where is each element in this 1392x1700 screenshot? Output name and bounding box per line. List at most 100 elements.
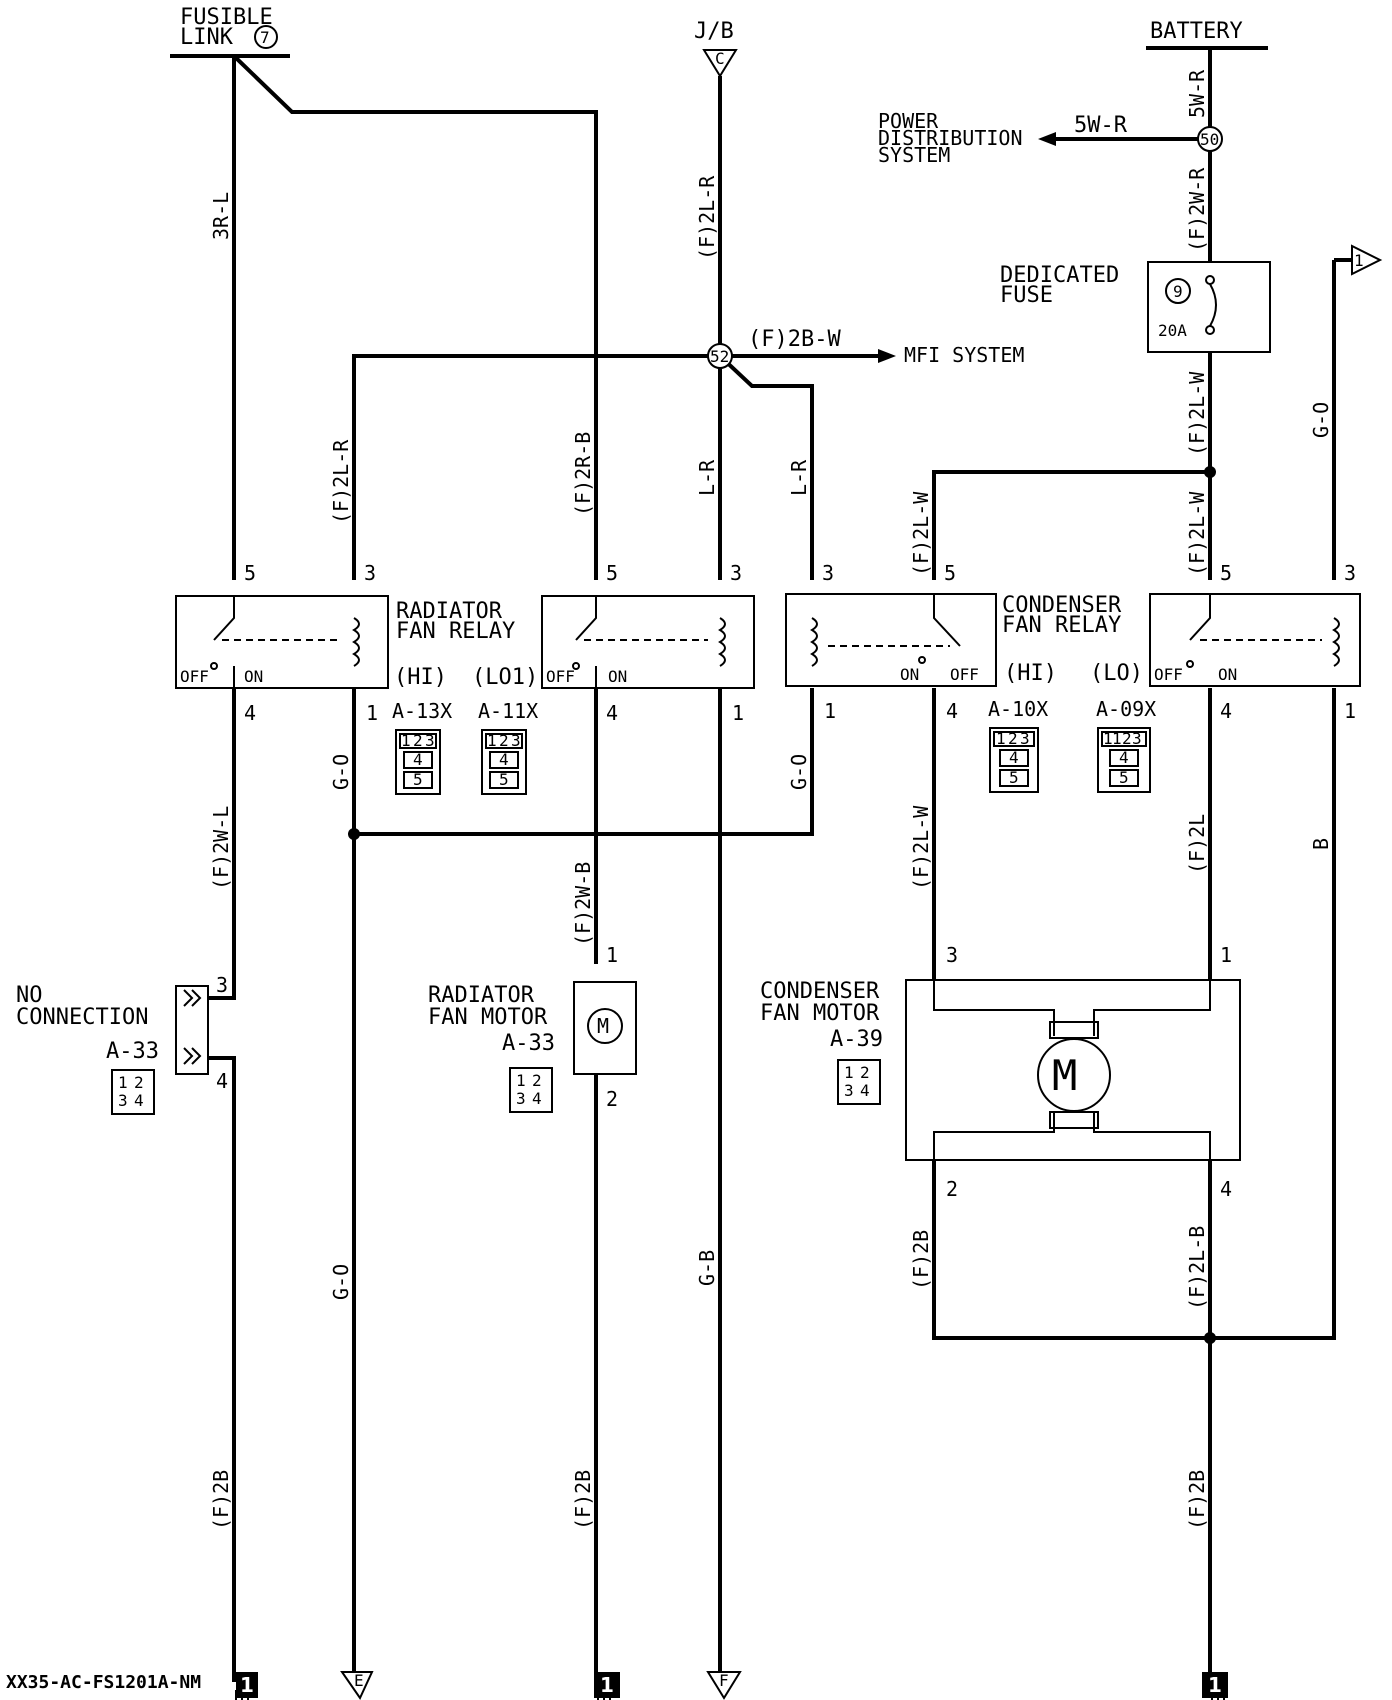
svg-text:(F)2L-W: (F)2L-W (909, 491, 933, 576)
no-connection-junction: NO CONNECTION A-33 1 2 3 4 (16, 983, 209, 1115)
svg-text:L-R: L-R (787, 459, 811, 496)
svg-text:9: 9 (1173, 282, 1183, 301)
svg-text:4: 4 (216, 1069, 228, 1093)
svg-text:G-O: G-O (787, 754, 811, 790)
svg-text:G-B: G-B (695, 1250, 719, 1286)
jb-connector-label: C (715, 49, 725, 68)
svg-text:3: 3 (425, 731, 435, 750)
svg-text:2: 2 (1008, 729, 1018, 748)
condenser-fan-relay-label-2: FAN RELAY (1002, 613, 1121, 638)
svg-text:CONNECTION: CONNECTION (16, 1005, 148, 1030)
connector-icon-a13x: 1 2 3 4 5 (395, 729, 441, 795)
svg-text:(F)2W-B: (F)2W-B (571, 862, 595, 946)
connector-icon-a10x: 1 2 3 4 5 (989, 727, 1039, 793)
svg-text:(F)2B: (F)2B (1185, 1470, 1209, 1530)
svg-text:4: 4 (860, 1081, 870, 1100)
connector-a39-label: A-39 (830, 1027, 883, 1052)
ground-symbols: E F (235, 1671, 1225, 1700)
svg-text:2: 2 (860, 1063, 870, 1082)
svg-text:G-O: G-O (1309, 402, 1333, 438)
svg-text:(F)2L-W: (F)2L-W (909, 805, 933, 890)
svg-text:(F)2W-L: (F)2W-L (209, 806, 233, 890)
svg-text:3: 3 (822, 561, 834, 585)
svg-text:3: 3 (1132, 729, 1142, 748)
connector-a33-label-2: A-33 (502, 1031, 555, 1056)
svg-text:OFF: OFF (950, 665, 979, 684)
svg-text:2: 2 (606, 1087, 618, 1111)
svg-text:G-O: G-O (329, 754, 353, 790)
svg-text:4: 4 (244, 701, 256, 725)
svg-text:B: B (1309, 838, 1333, 850)
svg-text:2: 2 (134, 1073, 144, 1092)
svg-text:(HI): (HI) (1004, 661, 1057, 686)
svg-text:1: 1 (1344, 699, 1356, 723)
svg-text:2: 2 (946, 1177, 958, 1201)
svg-text:(F)2W-R: (F)2W-R (1185, 167, 1209, 252)
svg-text:4: 4 (946, 699, 958, 723)
svg-text:1: 1 (1112, 729, 1122, 748)
svg-text:E: E (354, 1671, 364, 1690)
svg-text:4: 4 (1009, 748, 1019, 767)
dedicated-fuse: DEDICATED FUSE 9 20A (1000, 261, 1271, 353)
svg-text:(F)2B: (F)2B (909, 1230, 933, 1290)
svg-text:G-O: G-O (329, 1264, 353, 1300)
svg-text:(F)2L-W: (F)2L-W (1185, 491, 1209, 576)
radiator-fan-relay-label-2: FAN RELAY (396, 619, 515, 644)
svg-text:M: M (597, 1014, 609, 1038)
svg-text:(F)2L-R: (F)2L-R (329, 439, 353, 524)
svg-text:4: 4 (499, 750, 509, 769)
svg-text:FUSE: FUSE (1000, 283, 1053, 308)
svg-text:1: 1 (118, 1073, 128, 1092)
svg-text:1: 1 (1103, 729, 1113, 748)
svg-text:5: 5 (1119, 768, 1129, 787)
connector-a11x-label: A-11X (478, 699, 538, 723)
ground-reference-tag-2: 1 (594, 1672, 620, 1698)
svg-text:(F)2R-B: (F)2R-B (571, 432, 595, 516)
svg-text:3: 3 (946, 943, 958, 967)
condenser-fan-relay-lo: OFF ON (1149, 593, 1361, 687)
svg-text:3: 3 (1344, 561, 1356, 585)
svg-text:5: 5 (606, 561, 618, 585)
svg-text:1: 1 (516, 1071, 526, 1090)
battery-source: BATTERY (1146, 19, 1268, 50)
svg-text:1: 1 (1220, 943, 1232, 967)
svg-text:DEDICATED: DEDICATED (1000, 263, 1119, 288)
node-50: 50 (1197, 126, 1223, 152)
ground-f-flag: F (706, 1671, 742, 1700)
svg-text:FAN MOTOR: FAN MOTOR (760, 1001, 880, 1026)
svg-text:4: 4 (1119, 748, 1129, 767)
svg-text:POWER: POWER (878, 109, 939, 133)
svg-text:(F)2B: (F)2B (571, 1470, 595, 1530)
svg-text:3: 3 (118, 1091, 128, 1110)
wires (208, 48, 1336, 1682)
svg-text:ON: ON (608, 667, 627, 686)
svg-text:3: 3 (511, 731, 521, 750)
svg-text:1: 1 (824, 699, 836, 723)
wire-label-5w-r-h: 5W-R (1074, 113, 1128, 138)
svg-text:50: 50 (1200, 130, 1219, 149)
svg-text:OFF: OFF (1154, 665, 1183, 684)
pin-numbers: 5 3 5 3 3 5 5 3 4 1 4 1 1 4 4 1 3 4 1 2 … (216, 561, 1356, 1201)
svg-text:1: 1 (487, 731, 497, 750)
svg-text:(F)2L-W: (F)2L-W (1185, 371, 1209, 456)
svg-text:5W-R: 5W-R (1185, 69, 1209, 118)
svg-text:DISTRIBUTION: DISTRIBUTION (878, 126, 1023, 150)
svg-text:4: 4 (1220, 1177, 1232, 1201)
svg-text:1: 1 (844, 1063, 854, 1082)
connector-a09x-label: A-09X (1096, 697, 1156, 721)
svg-text:F: F (719, 1671, 729, 1690)
radiator-fan-relay-hi: OFF ON (175, 595, 389, 689)
svg-text:NO: NO (16, 983, 43, 1008)
jb-label: J/B (694, 19, 734, 44)
junction-dots (348, 466, 1216, 1344)
connector-icon-a11x: 1 2 3 4 5 (481, 729, 527, 795)
fusible-link-label-2: LINK (180, 25, 234, 50)
svg-text:5: 5 (244, 561, 256, 585)
svg-text:(LO1): (LO1) (472, 665, 538, 690)
svg-text:CONDENSER: CONDENSER (760, 979, 880, 1004)
connector-a33-label-1: A-33 (106, 1039, 159, 1064)
mfi-system-label: MFI SYSTEM (904, 343, 1024, 367)
svg-text:(F)2L-B: (F)2L-B (1185, 1226, 1209, 1310)
svg-text:5: 5 (499, 770, 509, 789)
svg-text:2: 2 (413, 731, 423, 750)
